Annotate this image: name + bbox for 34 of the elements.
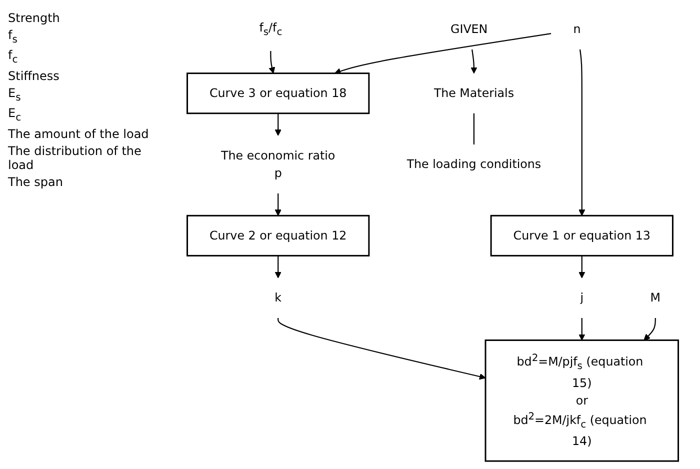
arrow: [578, 256, 586, 278]
arrow: [274, 193, 282, 216]
node-text: k: [274, 290, 282, 305]
node-text: The loading conditions: [406, 157, 542, 172]
node-box: bd$^{2}$=M/pjf$_{s}$ (equation 15) or bd$^{2}$=2M/jkf$_{c}$ (equation 14): [484, 339, 680, 462]
arrow: [274, 256, 282, 278]
node-box: Curve 2 or equation 12: [186, 214, 370, 256]
arrow: [274, 113, 282, 136]
label-text: f$_{s}$: [8, 28, 18, 46]
arrow: [334, 32, 552, 74]
label-text: f$_{c}$: [8, 48, 19, 66]
label-text: Stiffness: [8, 68, 60, 83]
label-text: The distribution of the load: [8, 144, 142, 172]
arrow: [470, 49, 478, 74]
connector: [473, 113, 474, 144]
node-text: n: [573, 22, 581, 36]
node-text: j: [580, 290, 584, 305]
label-text: E$_{s}$: [8, 86, 22, 104]
label-text: E$_{c}$: [8, 106, 22, 124]
arrow: [644, 318, 656, 341]
node-box: Curve 3 or equation 18: [186, 72, 370, 114]
node-text: GIVEN: [450, 22, 488, 36]
arrow: [278, 318, 486, 380]
node-text: The economic ratio p: [221, 148, 336, 180]
node-text: The Materials: [434, 86, 514, 100]
label-text: Strength: [8, 11, 61, 25]
node-text: f$_{s}$/f$_{c}$: [259, 20, 282, 38]
label-text: The span: [8, 174, 64, 189]
arrow: [268, 51, 276, 74]
node-text: M: [650, 290, 661, 305]
label-text: The amount of the load: [8, 126, 150, 141]
arrow: [578, 318, 586, 341]
node-box: Curve 1 or equation 13: [490, 214, 674, 256]
arrow: [578, 49, 586, 216]
